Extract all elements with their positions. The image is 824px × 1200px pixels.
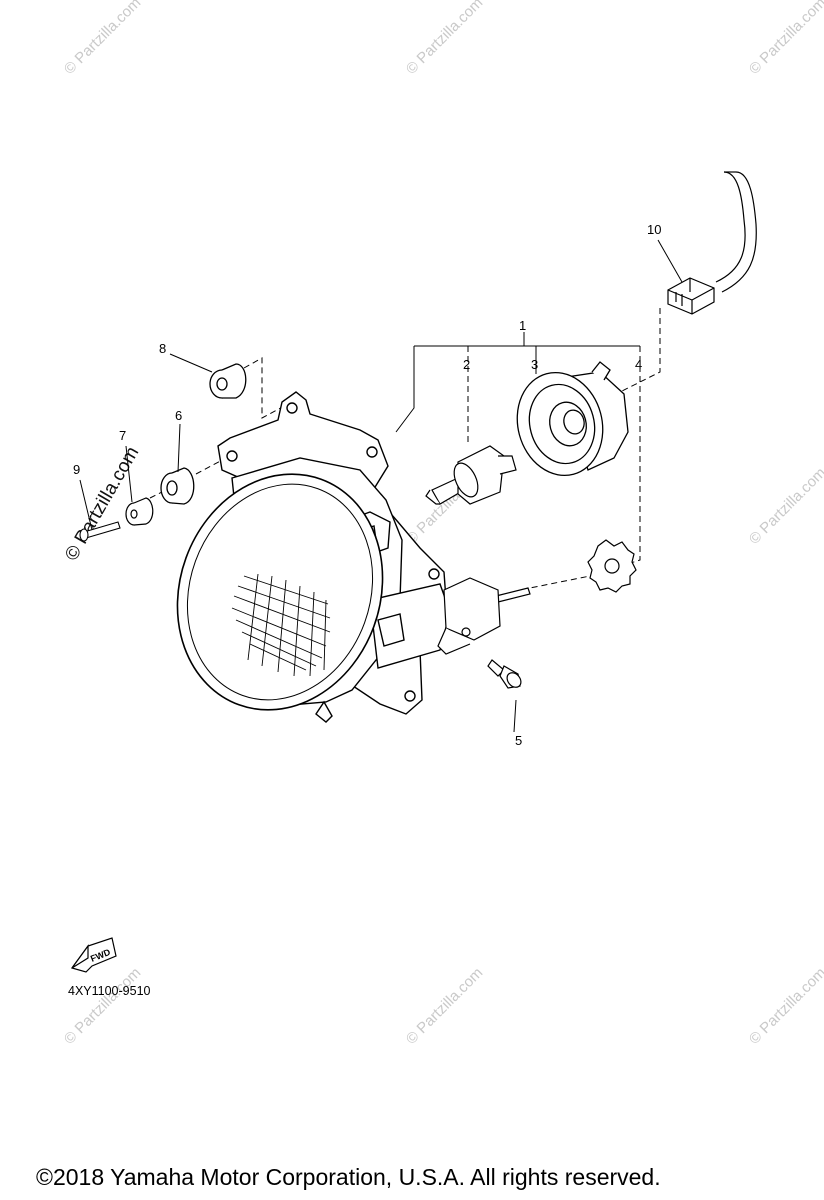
watermark: © Partzilla.com [403,0,486,78]
wire-harness [715,171,757,293]
watermark: © Partzilla.com [746,0,824,78]
watermark: © Partzilla.com [61,0,144,78]
callout-leaders [79,239,683,531]
connector [667,277,715,315]
watermark: © Partzilla.com [746,964,824,1047]
callout-8: 8 [159,341,166,356]
callout-labels: 1 2 3 4 5 6 7 8 9 10 [73,222,661,748]
collar [125,497,154,526]
adjuster-gear [587,539,637,593]
watermark: © Partzilla.com [61,964,144,1047]
adjusting-screw-assembly [437,577,531,655]
bolt [79,521,121,542]
bulb-socket-cap [516,361,629,477]
callout-4: 4 [635,357,642,372]
copyright-footer: ©2018 Yamaha Motor Corporation, U.S.A. A… [36,1164,661,1190]
watermark: © Partzilla.com [403,964,486,1047]
callout-9: 9 [73,462,80,477]
headlight-lens [176,473,384,711]
grommet-small [160,467,195,505]
forward-direction-arrow: FWD [71,937,117,973]
headlight-bulb [425,445,517,505]
watermark: © Partzilla.com [746,464,824,547]
callout-7: 7 [119,428,126,443]
screw [487,659,522,689]
callout-3: 3 [531,357,538,372]
watermark-layer: © Partzilla.com © Partzilla.com © Partzi… [61,0,824,1048]
callout-5: 5 [515,733,522,748]
callout-2: 2 [463,357,470,372]
callout-10: 10 [647,222,661,237]
grommet-large [209,363,247,399]
callout-1: 1 [519,318,526,333]
diagram-part-code: 4XY1100-9510 [68,984,151,998]
callout-6: 6 [175,408,182,423]
